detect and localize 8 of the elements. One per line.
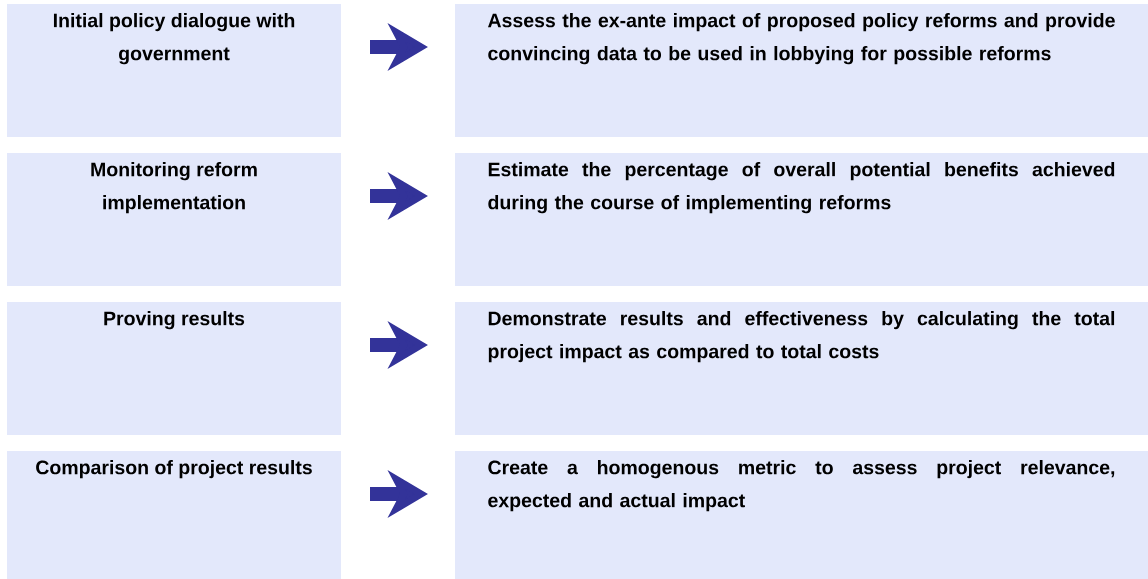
label-box: Proving results (7, 302, 341, 435)
description-box: Estimate the percentage of overall potential benefits achieved during the course of implementing reforms (455, 153, 1148, 286)
description-box: Create a homogenous metric to assess project relevance, expected and actual impact (455, 451, 1148, 579)
description-box: Demonstrate results and effectiveness by calculating the total project impact as compared to total costs (455, 302, 1148, 435)
label-box: Initial policy dialogue with government (7, 4, 341, 137)
description-box: Assess the ex-ante impact of proposed policy reforms and provide convincing data to be used in lobbying for possible reforms (455, 4, 1148, 137)
label-box: Comparison of project results (7, 451, 341, 579)
label-box: Monitoring reform implementation (7, 153, 341, 286)
